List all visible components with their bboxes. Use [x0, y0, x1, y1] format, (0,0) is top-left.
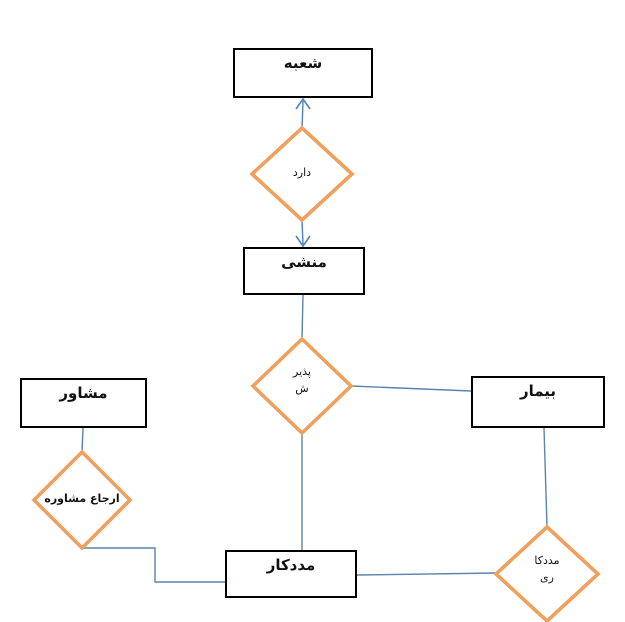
entity-patient-label: بیمار: [519, 382, 557, 400]
relationship-admission-diamond[interactable]: [250, 336, 354, 436]
relationship-social-working-label: مددکا ری: [497, 552, 597, 586]
connector-referral-to-social-worker: [84, 547, 225, 583]
connector-secretary-to-admission: [301, 294, 304, 340]
connector-has-to-branch: [301, 100, 304, 130]
relationship-social-working-label-line1: مددکا: [534, 554, 560, 567]
relationship-admission-label-line1: پذیر: [293, 365, 311, 378]
entity-social-worker[interactable]: مددکار: [225, 550, 357, 598]
connector-has-to-secretary: [301, 220, 304, 245]
entity-secretary-label: منشی: [281, 253, 327, 271]
entity-branch-label: شعبه: [283, 54, 323, 72]
relationship-has-diamond[interactable]: [249, 125, 355, 223]
relationship-consultation-referral-label: ارجاع مشاوره: [44, 492, 120, 505]
relationship-social-working-label-line2: ری: [540, 571, 554, 584]
connector-social-working-to-social-worker: [356, 572, 497, 576]
entity-secretary[interactable]: منشی: [243, 247, 365, 295]
connector-admission-to-patient: [350, 385, 472, 392]
connector-patient-to-social-working: [543, 427, 548, 528]
entity-social-worker-label: مددکار: [266, 556, 316, 574]
relationship-admission-label-line2: ش: [295, 382, 309, 395]
entity-consultant-label: مشاور: [59, 384, 108, 402]
relationship-social-working-diamond[interactable]: [493, 524, 601, 622]
arrow-up-icon: [295, 97, 311, 110]
entity-branch[interactable]: شعبه: [233, 48, 373, 98]
relationship-consultation-referral-diamond[interactable]: [31, 449, 133, 551]
relationship-admission-label: پذیر ش: [262, 363, 342, 397]
arrow-down-icon: [295, 235, 311, 248]
relationship-has-label: دارد: [292, 166, 312, 179]
entity-consultant[interactable]: مشاور: [20, 378, 147, 428]
entity-patient[interactable]: بیمار: [471, 376, 605, 428]
connector-consultant-to-referral: [81, 427, 84, 453]
